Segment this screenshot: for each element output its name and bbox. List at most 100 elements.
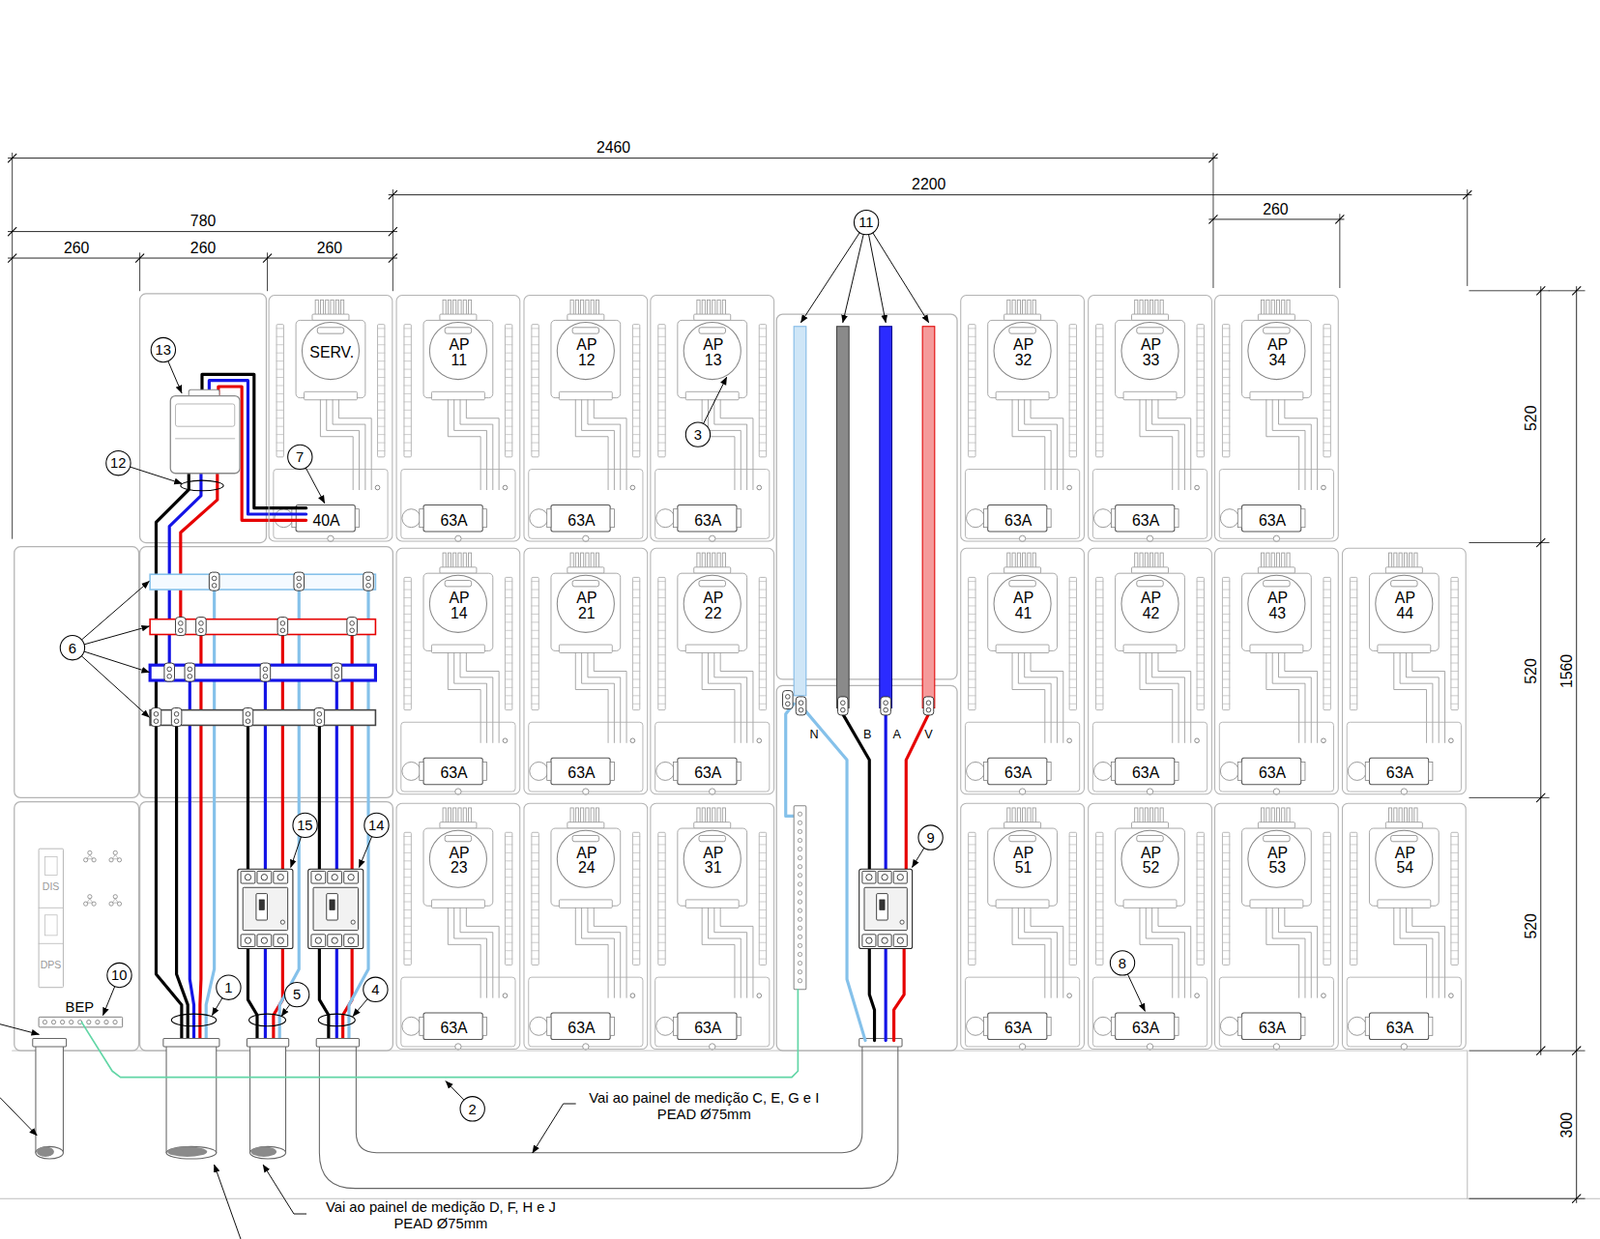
rail-hatch [758, 450, 766, 452]
rail-hatch [1323, 613, 1331, 615]
rail-hatch [1221, 360, 1229, 362]
rail-hatch [1323, 581, 1331, 582]
circuit-breaker [859, 869, 913, 949]
terminal-rib [697, 808, 700, 824]
terminal-rib [458, 552, 462, 569]
bar-clamp [923, 697, 934, 716]
rail-hatch [276, 344, 284, 346]
terminal-dot [1194, 485, 1200, 491]
rail-hatch [1323, 942, 1331, 944]
bar-hole [42, 1019, 47, 1024]
rail-hatch [504, 885, 512, 887]
rail-hatch [658, 942, 666, 944]
rail-hatch [404, 352, 411, 354]
terminal-rib [1150, 299, 1154, 316]
clamp-screw [262, 667, 268, 672]
terminal-rib [1032, 299, 1036, 316]
rail-hatch [1323, 360, 1331, 362]
arrester-symbol [87, 899, 93, 903]
rail-hatch [504, 344, 512, 346]
enclosure [14, 802, 140, 1052]
meter-base [1115, 828, 1186, 906]
rail-hatch [404, 687, 411, 689]
rail-hatch [968, 384, 976, 386]
rail-hatch [276, 393, 284, 395]
meter-wiring [1158, 907, 1192, 998]
rail-hatch [276, 409, 284, 411]
rail-hatch [632, 336, 640, 338]
rail-hatch [658, 869, 666, 871]
rail-hatch [1069, 654, 1077, 656]
meter-foot [1377, 900, 1431, 908]
rail-hatch [968, 893, 976, 895]
terminal-screw [348, 937, 354, 944]
breaker-compartment [1219, 977, 1334, 1048]
rail-hatch [968, 909, 976, 911]
rail-hatch [632, 695, 640, 697]
rail-hatch [1069, 885, 1077, 887]
clamp-screw [349, 621, 355, 627]
rail-hatch [1221, 869, 1229, 871]
callout-circle [150, 337, 175, 362]
rail-hatch [504, 695, 512, 697]
dimension-line [1540, 287, 1542, 1056]
knob [966, 1017, 986, 1036]
clamp-screw [296, 576, 302, 582]
wire [801, 705, 866, 1041]
rail-hatch [404, 384, 411, 386]
meter-wiring [1012, 653, 1046, 744]
meter-cell: SERV.40A [268, 294, 394, 542]
rail-hatch [1221, 654, 1229, 656]
rail-hatch [1221, 327, 1229, 329]
terminal-rib [1276, 552, 1280, 569]
rail-hatch [1451, 703, 1458, 705]
rail-hatch [758, 687, 766, 689]
rail-hatch [1221, 605, 1229, 607]
rail-hatch [1069, 836, 1077, 838]
wire [263, 672, 267, 871]
rail-hatch [1069, 393, 1077, 395]
terminal-rib [717, 552, 721, 569]
terminal-rib [590, 299, 594, 316]
rail-hatch [758, 654, 766, 656]
arrester-symbol [87, 850, 92, 855]
terminal-rib [717, 299, 721, 316]
rail-hatch [758, 613, 766, 615]
breaker-terminal [877, 871, 892, 884]
rail-hatch [758, 950, 766, 952]
rail-hatch [531, 344, 539, 346]
meter-wiring [593, 400, 627, 491]
rail-hatch [504, 401, 512, 403]
breaker-clip [1301, 1017, 1306, 1036]
terminal-rib [1017, 808, 1020, 824]
terminal-rib [1144, 552, 1148, 569]
rail-hatch [1221, 442, 1229, 444]
rail-hatch [1069, 401, 1077, 403]
rail-hatch [378, 450, 385, 452]
rail-hatch [1451, 901, 1458, 903]
breaker-clip [1047, 509, 1051, 528]
terminal-block [439, 314, 477, 320]
breaker-terminal [240, 934, 256, 948]
grounding-wire [81, 989, 798, 1078]
rail-hatch [404, 377, 411, 379]
meter-wiring [587, 653, 621, 744]
side-rail [632, 577, 640, 710]
meter-foot [995, 644, 1049, 653]
dimension-line [7, 231, 397, 233]
meter-wiring [581, 400, 615, 491]
bar-hole [797, 891, 802, 896]
meter-base [551, 320, 621, 398]
callout-number: 5 [292, 988, 301, 1003]
rail-hatch [968, 876, 976, 878]
rail-hatch [531, 654, 539, 656]
meter-wiring [465, 653, 499, 744]
terminal-rib [712, 552, 716, 569]
terminal-rib [712, 299, 716, 316]
bar-clamp [363, 572, 375, 591]
meter-base [677, 573, 748, 651]
bar-hole [87, 1019, 91, 1024]
extension-line [1469, 1198, 1585, 1200]
clamp-screw [926, 707, 931, 713]
rail-hatch [1349, 597, 1357, 599]
